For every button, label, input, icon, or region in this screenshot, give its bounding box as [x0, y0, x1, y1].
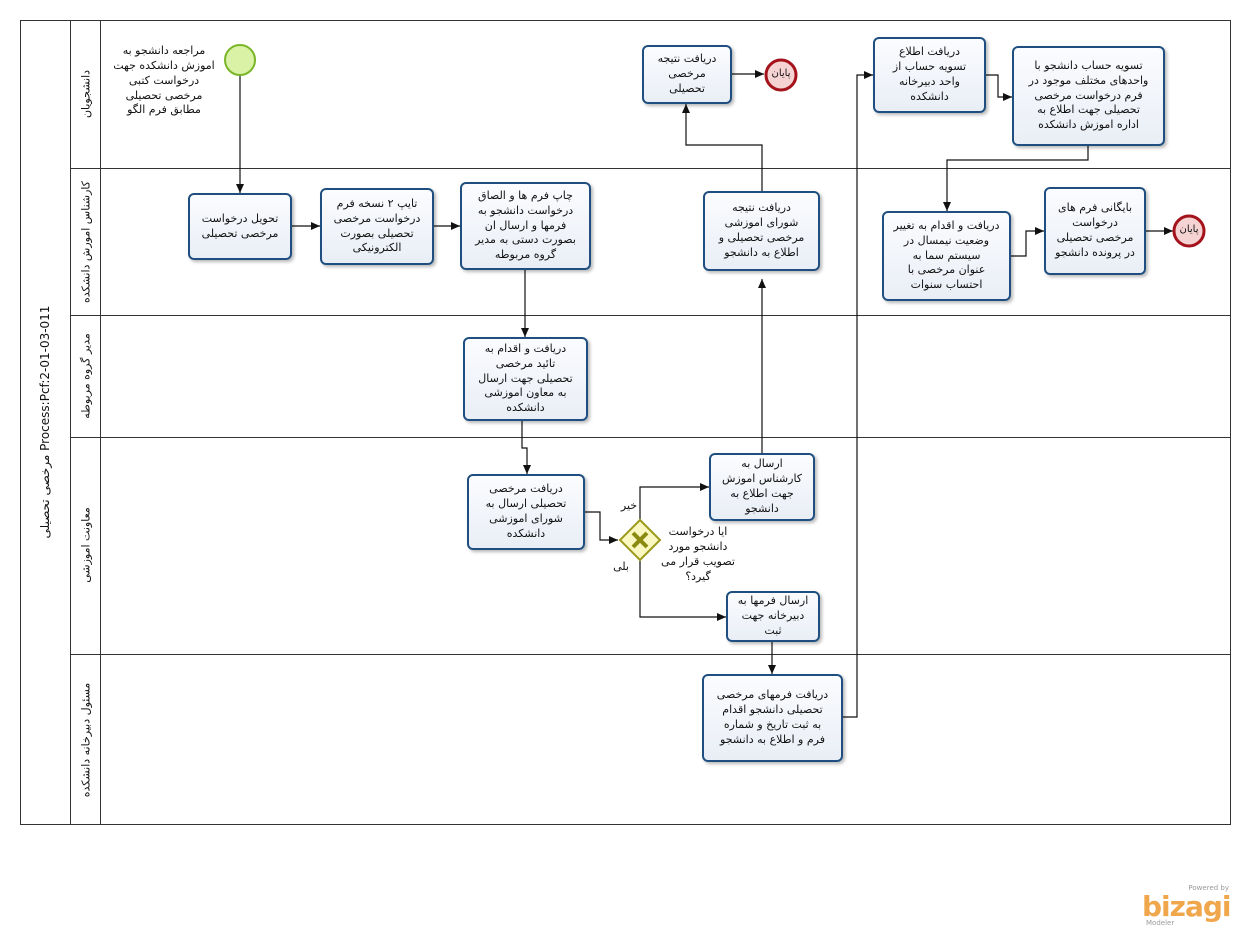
flow-deputy-to-gateway	[585, 511, 618, 544]
task-student-receive-result[interactable]: دریافت نتیجه مرخصی تحصیلی	[642, 45, 732, 104]
task-secretariat-register[interactable]: دریافت فرمهای مرخصی تحصیلی دانشجو اقدام …	[702, 674, 843, 762]
end-event-student-label: پایان	[771, 68, 791, 79]
start-event-text: مراجعه دانشجو به اموزش دانشکده جهت درخوا…	[113, 44, 215, 117]
task-receive-settlement-notice[interactable]: دریافت اطلاع تسویه حساب از واحد دبیرخانه…	[873, 37, 986, 113]
gateway-x-marker	[631, 531, 649, 549]
bizagi-logo: Powered by bizagi Modeler	[1140, 884, 1235, 930]
flow-notice-to-settle	[986, 74, 1012, 101]
end-event-student	[764, 58, 798, 92]
flow-secretariat-to-notice	[843, 71, 873, 718]
task-deliver-request[interactable]: تحویل درخواست مرخصی تحصیلی	[188, 193, 292, 260]
start-event	[224, 44, 256, 76]
flow-gateway-yes	[639, 560, 726, 621]
pool-border	[20, 20, 1231, 825]
end-event-expert	[1172, 214, 1206, 248]
end-event-expert-label: پایان	[1179, 224, 1199, 235]
flow-gateway-no	[639, 483, 709, 520]
task-manager-approve[interactable]: دریافت و اقدام به تائید مرخصی تحصیلی جهت…	[463, 337, 588, 421]
task-send-to-expert[interactable]: ارسال به کارشناس اموزش جهت اطلاع به دانش…	[709, 453, 815, 521]
task-deputy-send-council[interactable]: دریافت مرخصی تحصیلی ارسال به شورای اموزش…	[467, 474, 585, 550]
task-print-forms[interactable]: چاپ فرم ها و الصاق درخواست دانشجو به فرم…	[460, 182, 591, 270]
gateway-no-label: خیر	[620, 499, 638, 512]
flow-manager-to-deputy	[521, 421, 531, 474]
gateway-yes-label: بلی	[613, 560, 629, 573]
task-change-semester-status[interactable]: دریافت و اقدام به تغییر وضعیت نیمسال در …	[882, 211, 1011, 301]
task-send-forms-secretariat[interactable]: ارسال فرمها به دبیرخانه جهت ثبت	[726, 591, 820, 642]
flow-status-to-archive	[1011, 227, 1044, 257]
flow-result-to-student	[682, 104, 763, 191]
task-type-two-copies[interactable]: تایپ ۲ نسخه فرم درخواست مرخصی تحصیلی بصو…	[320, 188, 434, 265]
flow-settle-to-status	[943, 146, 1089, 211]
task-archive-forms[interactable]: بایگانی فرم های درخواست مرخصی تحصیلی در …	[1044, 187, 1146, 275]
brand-name: bizagi	[1142, 890, 1231, 923]
task-receive-council-result[interactable]: دریافت نتیجه شورای اموزشی مرخصی تحصیلی و…	[703, 191, 820, 271]
brand-sub: Modeler	[1146, 919, 1175, 927]
task-settle-accounts[interactable]: تسویه حساب دانشجو با واحدهای مختلف موجود…	[1012, 46, 1165, 146]
powered-by-text: Powered by	[1188, 884, 1229, 892]
gateway-question: ایا درخواست دانشجو مورد تصویب قرار می گی…	[661, 525, 735, 583]
